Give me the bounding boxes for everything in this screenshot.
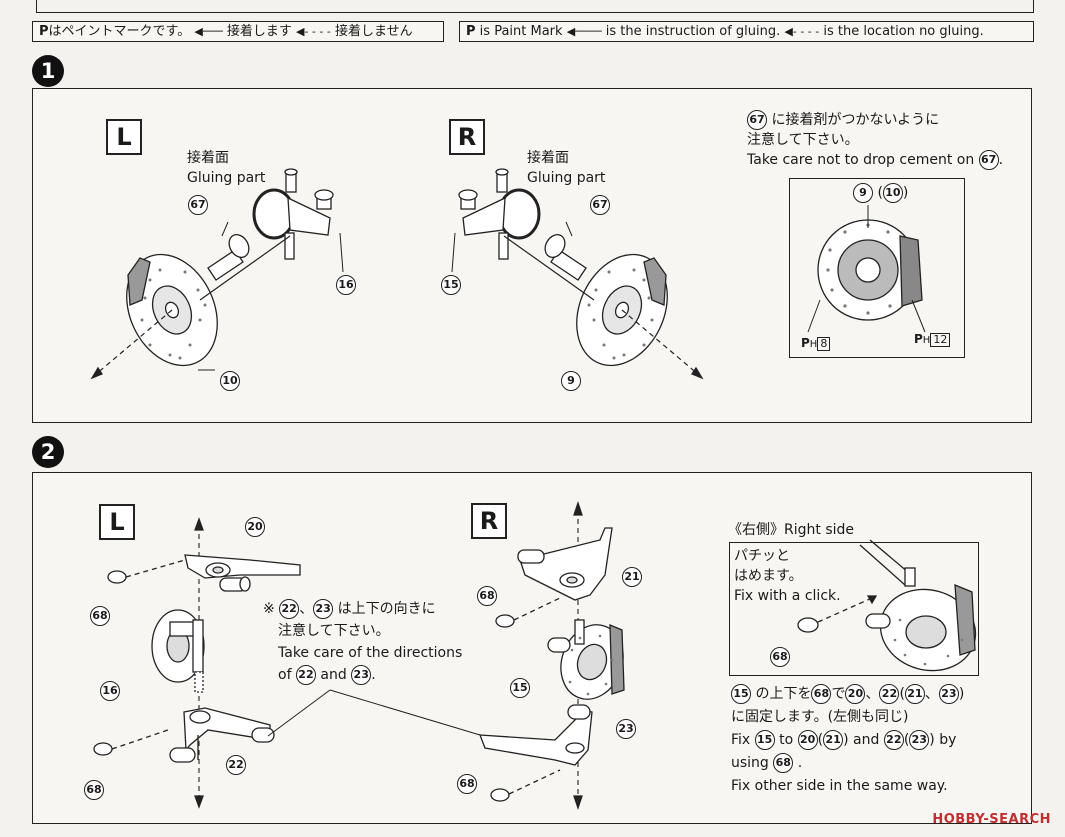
inset-part-9: 9	[853, 183, 873, 203]
note-jp-line1: に接着剤がつかないように	[771, 112, 940, 128]
legend-jp-noglue-text: 接着しません	[334, 24, 413, 39]
step-1-left-badge: L	[106, 119, 142, 155]
right-side-inset-text: パチッと はめます。 Fix with a click.	[734, 548, 841, 604]
knuckle-16-step2-drawing	[151, 609, 205, 693]
part-label-10-left: 10	[220, 370, 240, 391]
step-1-inset-box	[789, 178, 965, 358]
upper-arm-21-drawing	[517, 527, 613, 601]
lower-arm-22-drawing	[169, 707, 275, 763]
glue-label-jp: 接着面	[187, 150, 229, 166]
pin-67-left-drawing	[207, 234, 250, 281]
part-label-23: 23	[616, 718, 636, 739]
step-2-right-badge: R	[471, 503, 507, 539]
knuckle-15-right-drawing	[458, 168, 541, 260]
glue-label-left: 接着面 Gluing part	[187, 148, 265, 188]
right-side-title: 《右側》Right side	[728, 522, 854, 538]
legend-en-paint-text: is Paint Mark	[479, 24, 563, 39]
part-label-68-left-top: 68	[90, 605, 110, 626]
top-frame-border	[36, 0, 1034, 13]
step-1-right-badge: R	[449, 119, 485, 155]
part-label-20: 20	[245, 516, 265, 537]
legend-jp-glue-text: 接着します	[226, 24, 292, 39]
part-label-9-right: 9	[561, 370, 581, 391]
glue-label-en: Gluing part	[187, 170, 266, 186]
part-label-16-step2: 16	[100, 680, 120, 701]
upper-arm-20-drawing	[184, 554, 301, 592]
note-jp-line2: 注意して下さい。	[747, 132, 859, 148]
step-1-note: 67 に接着剤がつかないように 注意して下さい。 Take care not t…	[747, 110, 1004, 170]
step-1-number: 1	[32, 55, 64, 87]
lower-arm-23-drawing	[479, 704, 593, 766]
part-label-21: 21	[622, 566, 642, 587]
glue-arrow-icon: ◀────	[566, 25, 602, 38]
noglue-arrow-icon: ◀- - - -	[296, 25, 331, 38]
knuckle-15-step2-drawing	[547, 619, 625, 700]
paint-mark-icon: P	[801, 336, 810, 350]
legend-english: P is Paint Mark ◀──── is the instruction…	[459, 21, 1034, 42]
glue-arrow-icon: ◀───	[194, 25, 223, 38]
step-2-number: 2	[32, 436, 64, 468]
part-label-67-left: 67	[188, 194, 208, 215]
part-label-15-step2: 15	[510, 677, 530, 698]
right-side-inset-drawing	[797, 539, 977, 672]
knuckle-16-left-drawing	[252, 168, 334, 260]
glue-label-en: Gluing part	[527, 170, 606, 186]
legend-japanese: Pはペイントマークです。 ◀─── 接着します ◀- - - - 接着しません	[32, 21, 444, 42]
legend-en-noglue-text: is the location no gluing.	[823, 24, 984, 39]
paint-mark-icon: P	[39, 24, 49, 39]
watermark-logo: HOBBY-SEARCH	[932, 812, 1051, 827]
glue-label-jp: 接着面	[527, 150, 569, 166]
part-label-68-right-top: 68	[477, 585, 497, 606]
legend-en-glue-text: is the instruction of gluing.	[605, 24, 781, 39]
glue-label-right: 接着面 Gluing part	[527, 148, 605, 188]
inset-disc-labels: 9 (10)	[853, 183, 908, 203]
legend-jp-paint-text: はペイントマークです。	[48, 24, 191, 39]
inset-part-label-68: 68	[770, 646, 790, 667]
part-label-68-left-bottom: 68	[84, 779, 104, 800]
step-2-direction-note: ※ 22、23 は上下の向きに 注意して下さい。 Take care of th…	[263, 599, 463, 685]
paint-mark-icon: P	[466, 24, 476, 39]
note-part-67: 67	[747, 110, 767, 130]
pin-67-right-drawing	[544, 234, 587, 281]
part-label-15-right: 15	[441, 274, 461, 295]
inset-part-10: 10	[882, 183, 903, 203]
part-label-68-right-bottom: 68	[457, 773, 477, 794]
step-2-left-badge: L	[99, 504, 135, 540]
paint-mark-icon: P	[914, 332, 923, 346]
part-label-16-left: 16	[336, 274, 356, 295]
brake-disc-right-drawing	[576, 253, 668, 367]
part-label-22: 22	[226, 754, 246, 775]
right-side-inset-box	[729, 542, 979, 676]
inset-brake-disc-drawing	[807, 205, 926, 333]
noglue-arrow-icon: ◀- - - -	[784, 25, 820, 38]
note-en-part-67: 67	[978, 150, 999, 170]
note-en-text: Take care not to drop cement on	[747, 152, 975, 168]
part-label-67-right: 67	[590, 194, 610, 215]
